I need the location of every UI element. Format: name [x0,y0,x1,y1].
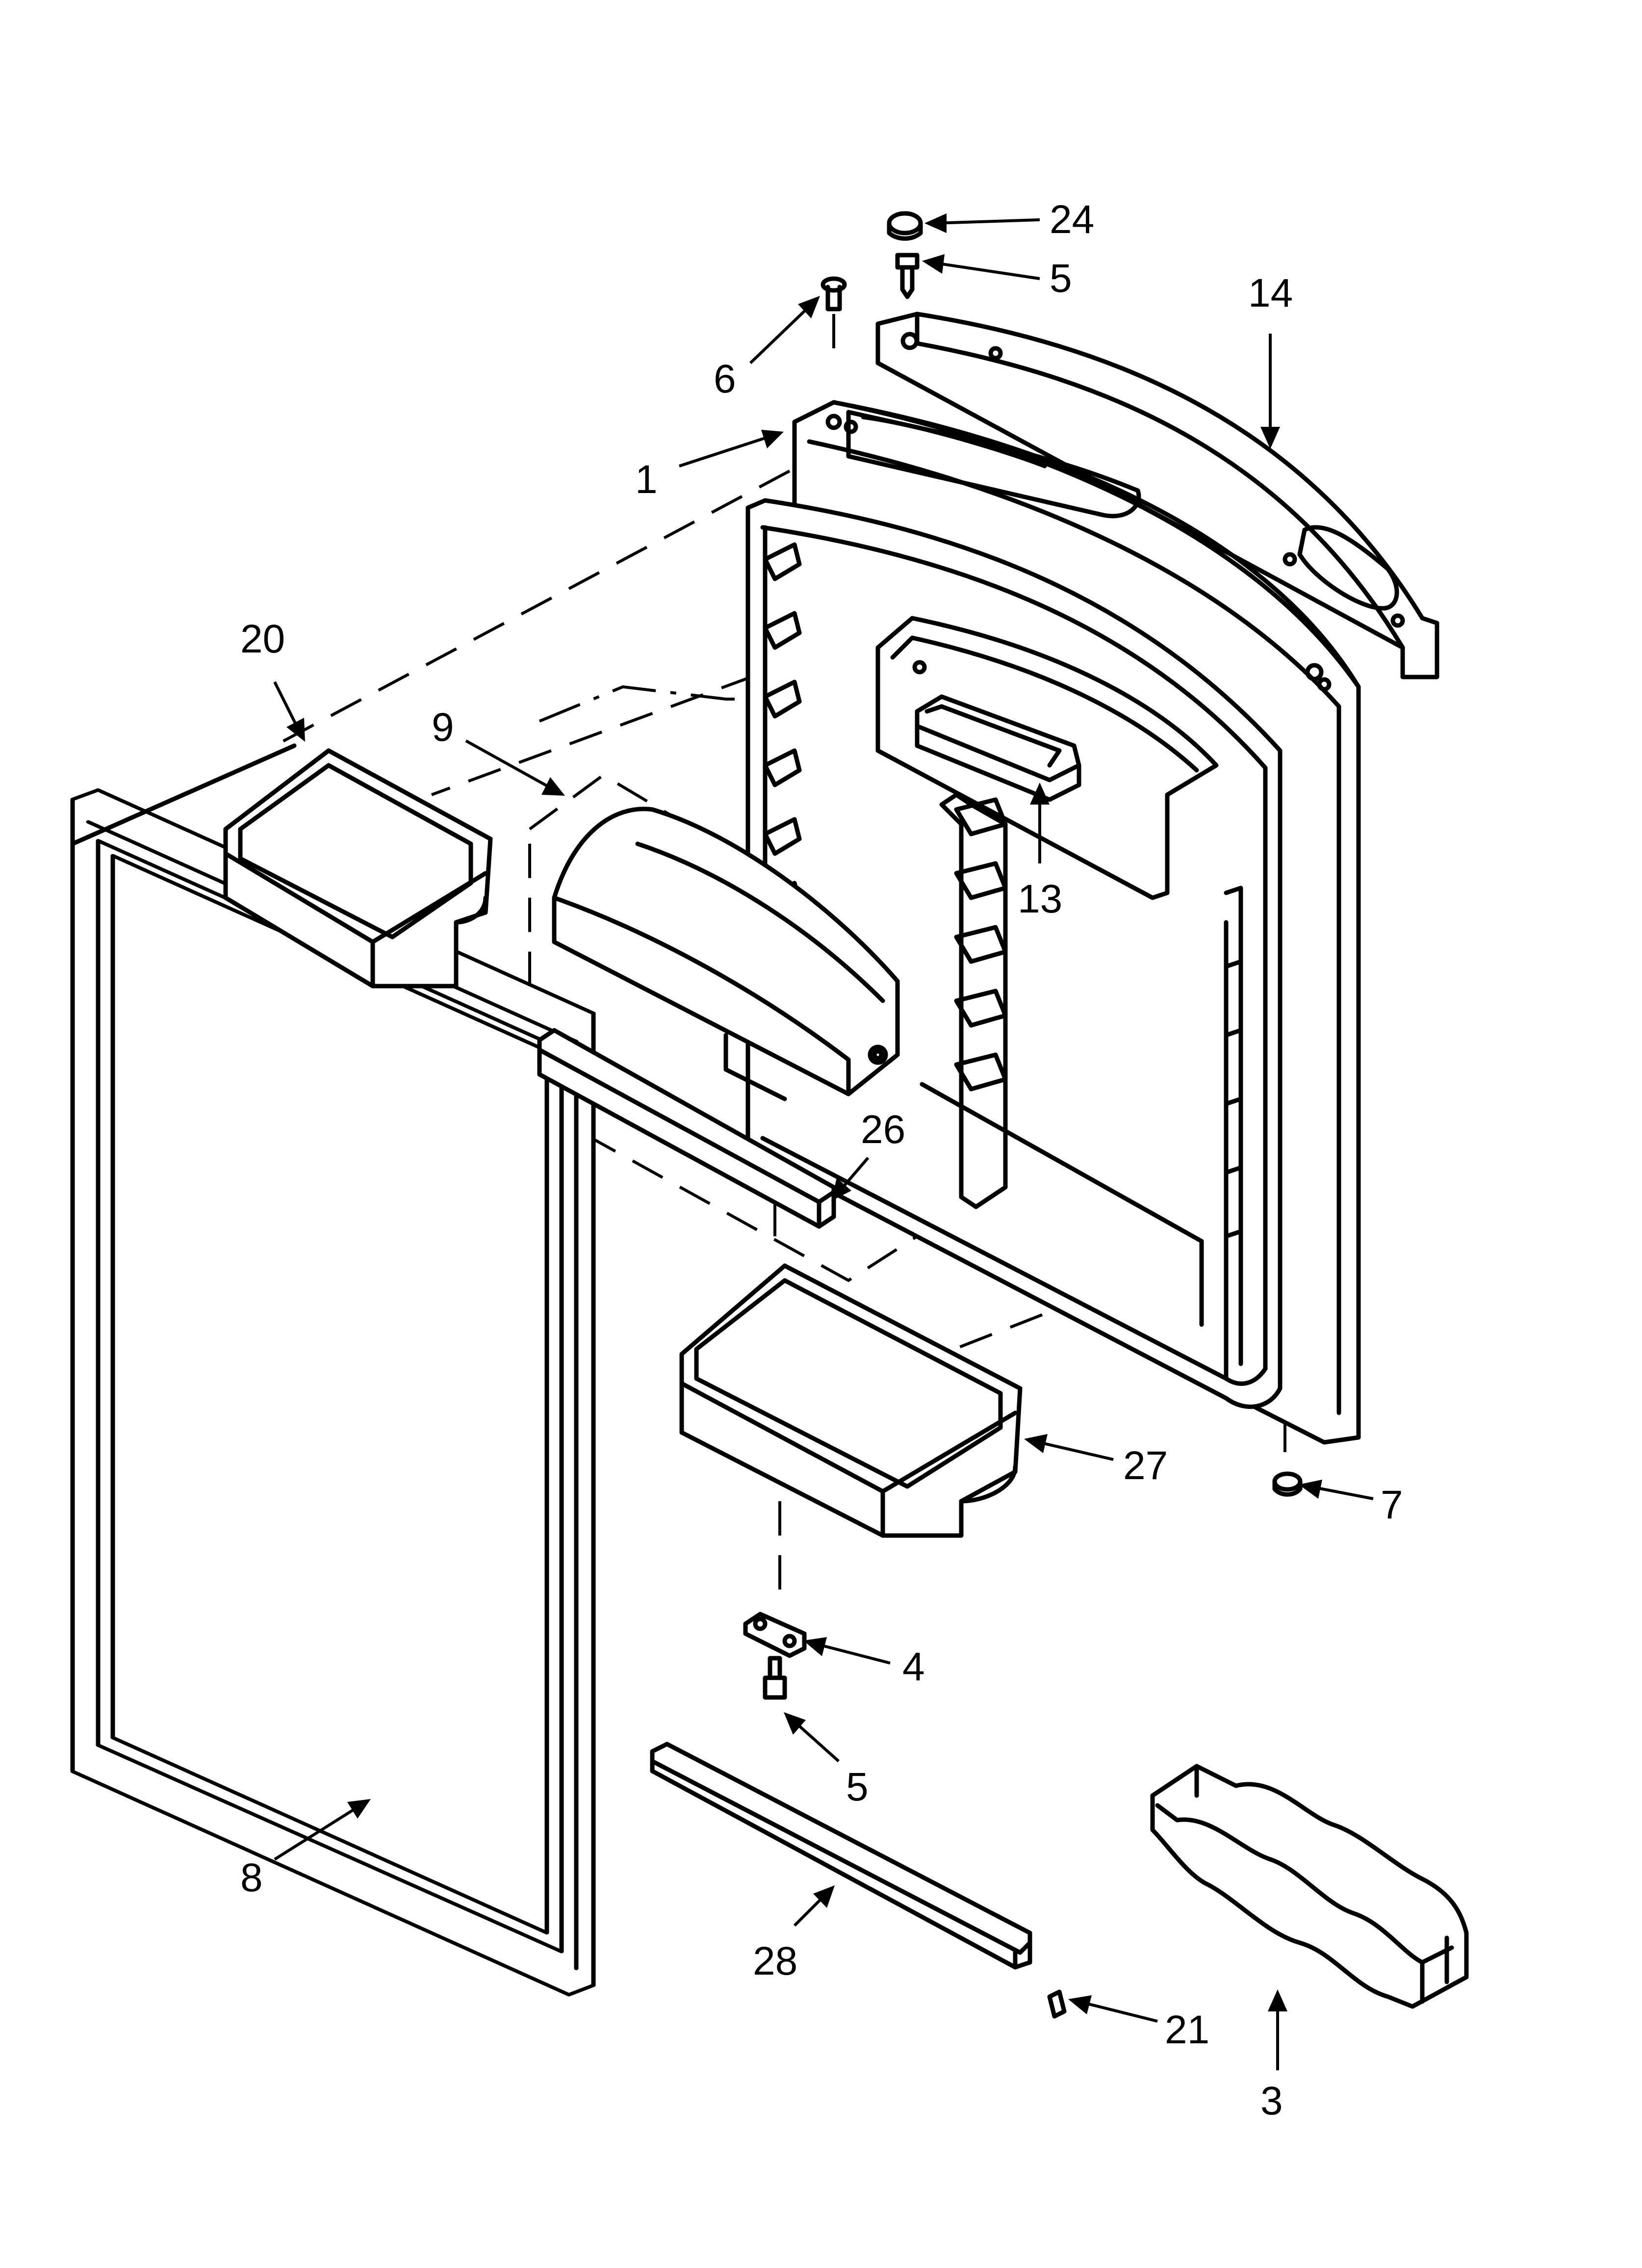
callout-8: 8 [240,1855,263,1900]
callout-9: 9 [432,705,454,750]
door-bin-part-27 [679,1263,1023,1538]
leader-lines [273,213,1374,2070]
callout-24: 24 [1050,197,1094,242]
top-trim-part-14 [875,312,1439,679]
callout-5-top: 5 [1050,256,1072,301]
callout-20: 20 [240,617,285,661]
callout-labels: 24 5 14 6 1 20 9 13 26 27 7 4 5 8 28 21 … [240,197,1403,2123]
callout-13: 13 [1018,877,1062,921]
callout-1: 1 [635,457,658,502]
callout-28: 28 [753,1939,797,1983]
rail-strip-part-28 [650,1742,1032,1970]
door-bin-part-20 [223,748,493,989]
callout-4: 4 [902,1644,925,1689]
callout-14: 14 [1248,271,1293,315]
hardware-parts [743,211,1303,2019]
callout-7: 7 [1381,1483,1403,1527]
shelf-tabs-middle [954,797,1008,1092]
callout-5-lower: 5 [846,1765,869,1809]
door-liner-part-1 [745,400,1361,1445]
callout-26: 26 [861,1107,905,1152]
shelf-tabs-right [1224,959,1243,1239]
dairy-door-part-9 [552,807,900,1101]
pocket-part-13 [915,694,1081,802]
callout-3: 3 [1260,2079,1283,2123]
callout-27: 27 [1123,1443,1168,1488]
dairy-rail-part-26 [537,1028,836,1229]
callout-6: 6 [714,357,736,401]
callout-21: 21 [1165,2007,1209,2052]
egg-tray-part-3 [1150,1764,1469,2009]
